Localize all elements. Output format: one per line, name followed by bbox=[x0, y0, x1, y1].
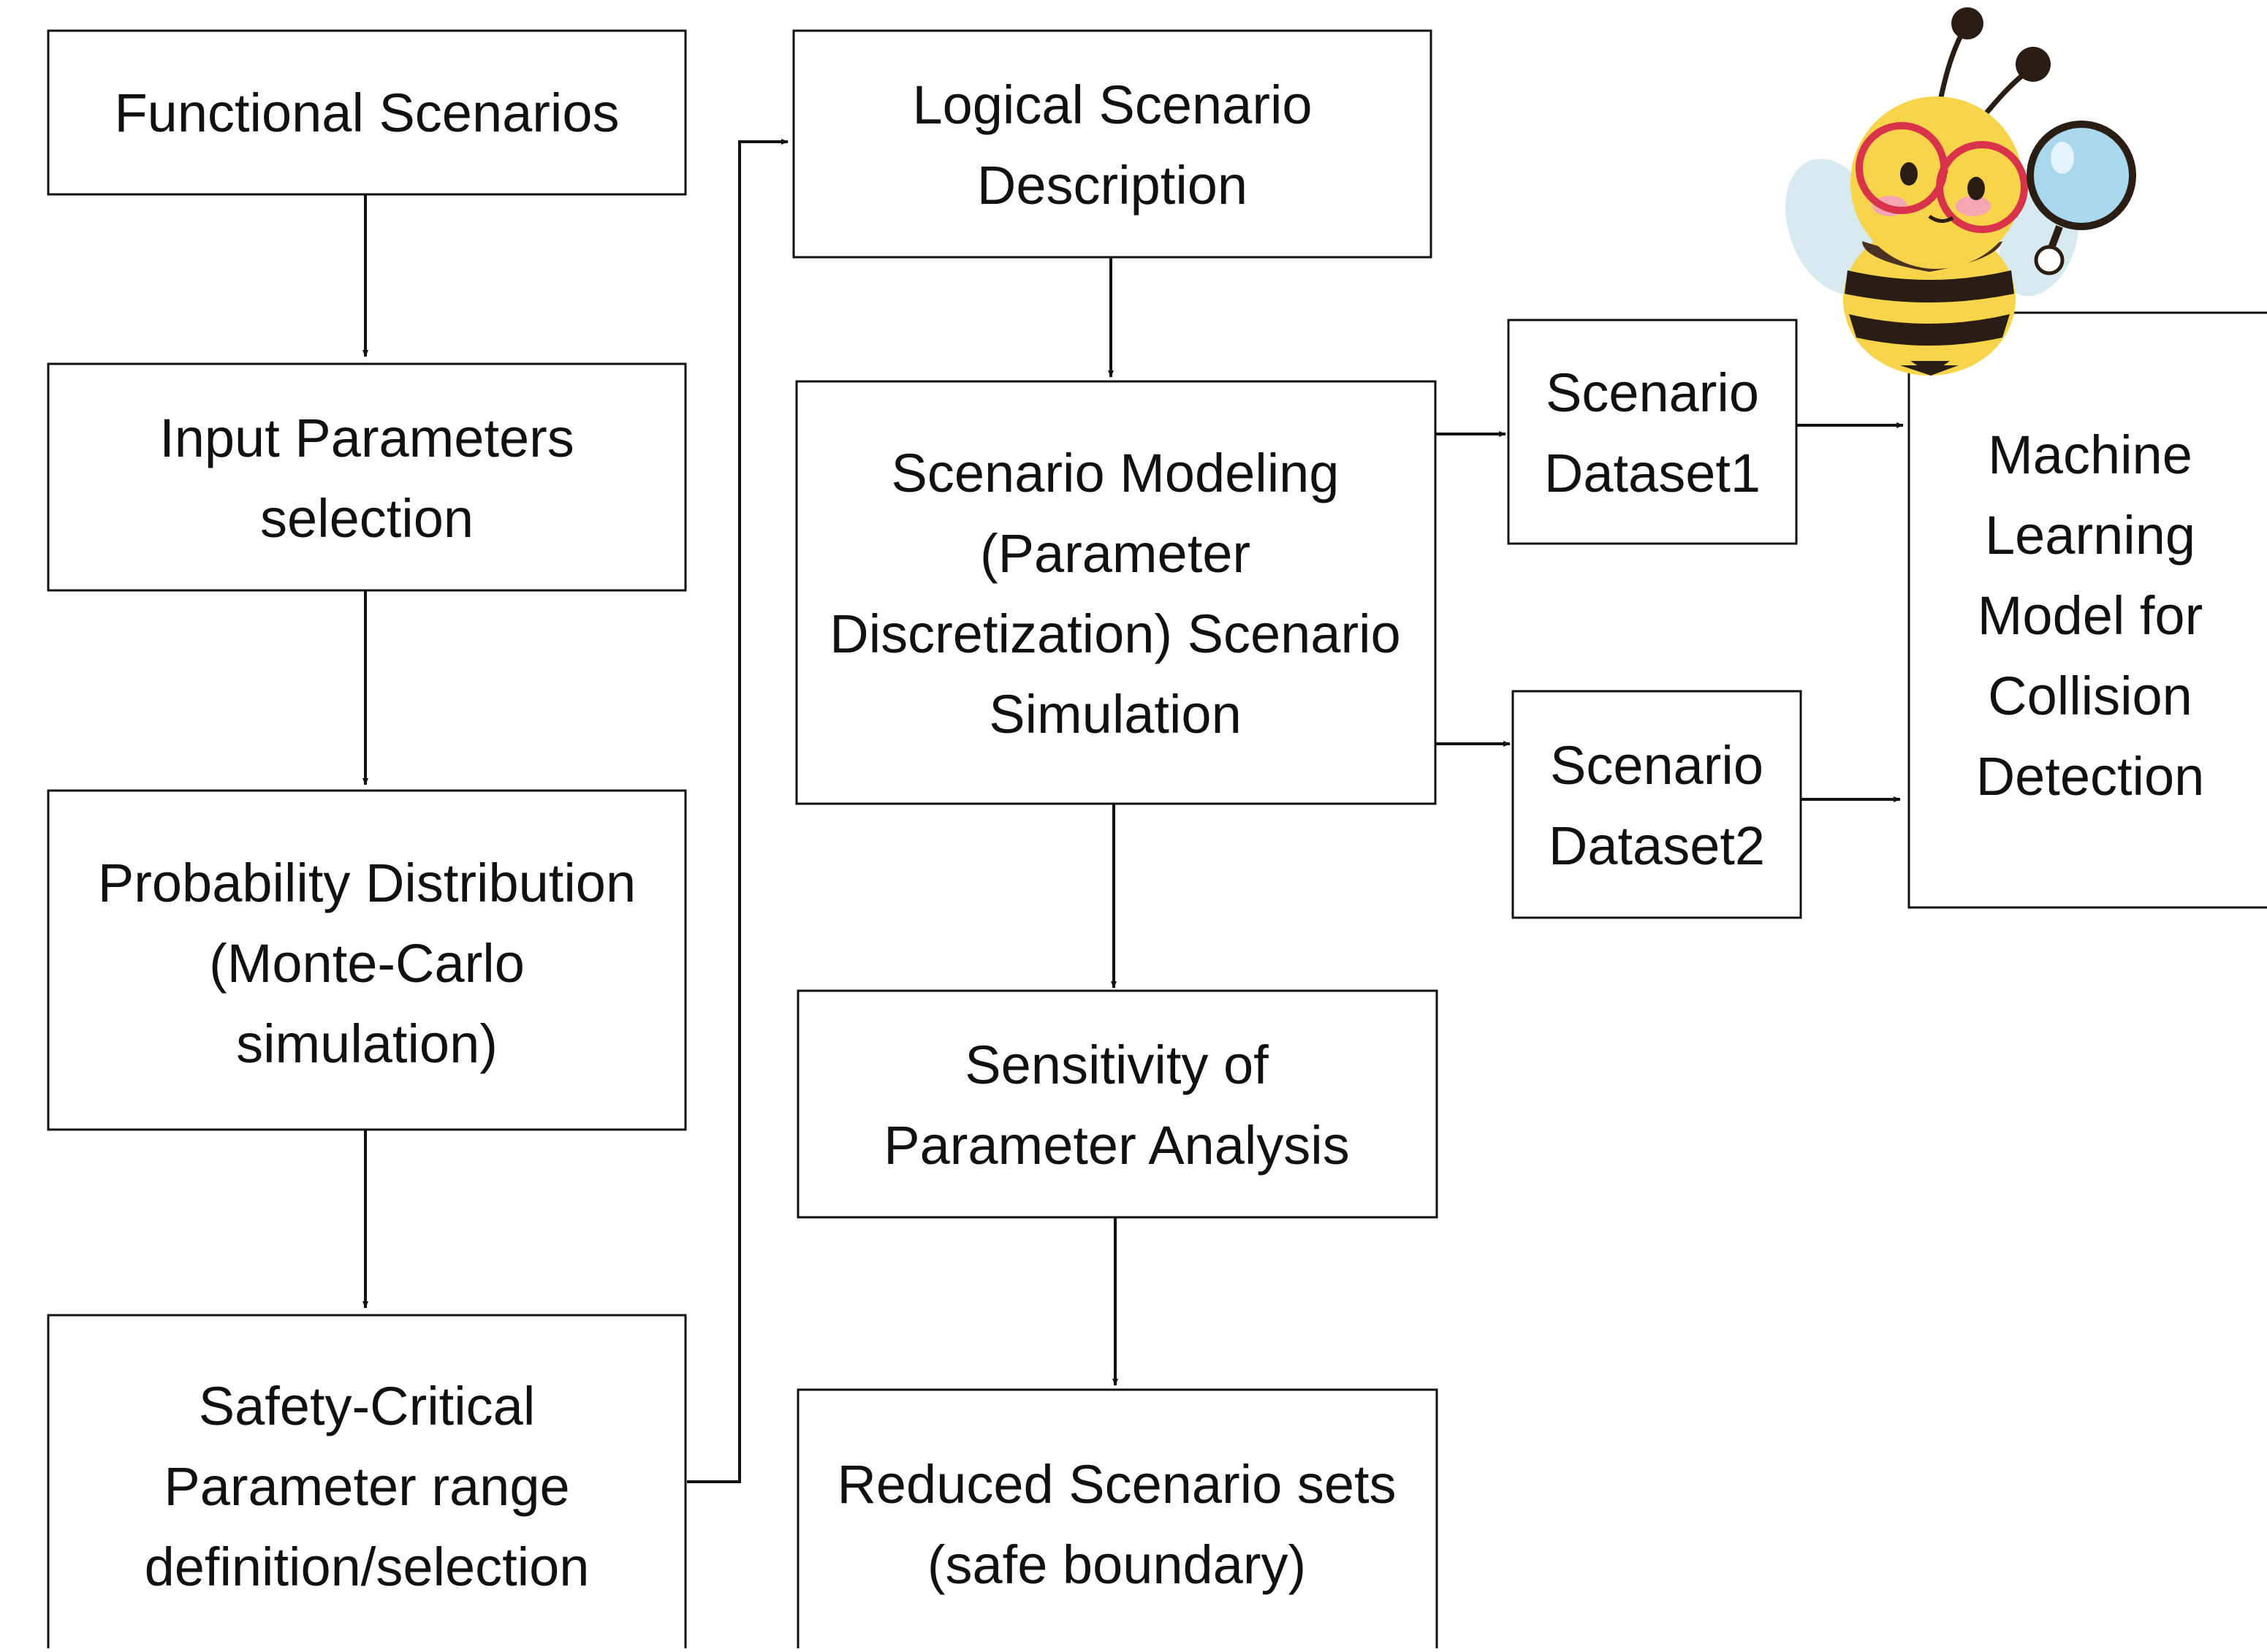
sensitivity-text: Sensitivity of Parameter Analysis bbox=[884, 1035, 1350, 1176]
logical-scenario-line-1: Logical Scenario bbox=[912, 75, 1312, 135]
ml-model-line-5: Detection bbox=[1976, 746, 2205, 807]
reduced-sets-line-1: Reduced Scenario sets bbox=[837, 1454, 1396, 1515]
scenario-modeling-line-4: Simulation bbox=[989, 684, 1242, 745]
probability-distribution-text: Probability Distribution (Monte-Carlo simu… bbox=[98, 853, 636, 1074]
ml-model-line-4: Collision bbox=[1988, 666, 2192, 726]
input-parameters-text: Input Parameters selection bbox=[159, 408, 574, 549]
ml-model-line-1: Machine bbox=[1988, 425, 2192, 485]
ml-model-line-2: Learning bbox=[1985, 505, 2195, 566]
probability-distribution-line-2: (Monte-Carlo bbox=[209, 933, 525, 994]
logical-scenario-line-2: Description bbox=[977, 155, 1248, 216]
arrow-safety-to-logical bbox=[687, 139, 789, 1483]
reduced-sets-box: Reduced Scenario sets (safe boundary) bbox=[797, 1388, 1438, 1652]
dataset1-line-2: Dataset1 bbox=[1544, 443, 1761, 503]
sensitivity-line-1: Sensitivity of bbox=[965, 1035, 1269, 1095]
sensitivity-box: Sensitivity of Parameter Analysis bbox=[797, 989, 1438, 1219]
safety-critical-line-2: Parameter range bbox=[164, 1456, 569, 1517]
bee-with-magnifier-icon bbox=[1785, 7, 2136, 376]
functional-scenarios-line-1: Functional Scenarios bbox=[114, 83, 619, 143]
input-parameters-line-2: selection bbox=[260, 488, 474, 549]
scenario-modeling-line-2: (Parameter bbox=[980, 523, 1250, 584]
sensitivity-line-2: Parameter Analysis bbox=[884, 1115, 1350, 1176]
dataset2-line-2: Dataset2 bbox=[1549, 815, 1765, 876]
reduced-sets-line-2: (safe boundary) bbox=[927, 1534, 1306, 1595]
ml-model-line-3: Model for bbox=[1978, 585, 2203, 646]
reduced-sets-text: Reduced Scenario sets (safe boundary) bbox=[837, 1454, 1396, 1595]
functional-scenarios-text: Functional Scenarios bbox=[114, 83, 619, 143]
probability-distribution-box: Probability Distribution (Monte-Carlo simu… bbox=[47, 789, 687, 1131]
connectors bbox=[362, 139, 1904, 1483]
scenario-modeling-line-3: Discretization) Scenario bbox=[829, 604, 1400, 664]
probability-distribution-line-1: Probability Distribution bbox=[98, 853, 636, 913]
safety-critical-line-1: Safety-Critical bbox=[199, 1376, 536, 1436]
scenario-modeling-line-1: Scenario Modeling bbox=[892, 443, 1340, 503]
probability-distribution-line-3: simulation) bbox=[236, 1013, 498, 1074]
safety-critical-line-3: definition/selection bbox=[145, 1537, 590, 1597]
input-parameters-line-1: Input Parameters bbox=[159, 408, 574, 468]
functional-scenarios-box: Functional Scenarios bbox=[47, 29, 687, 196]
input-parameters-box: Input Parameters selection bbox=[47, 362, 687, 592]
dataset2-line-1: Scenario bbox=[1550, 735, 1763, 796]
dataset1-line-1: Scenario bbox=[1546, 362, 1759, 423]
